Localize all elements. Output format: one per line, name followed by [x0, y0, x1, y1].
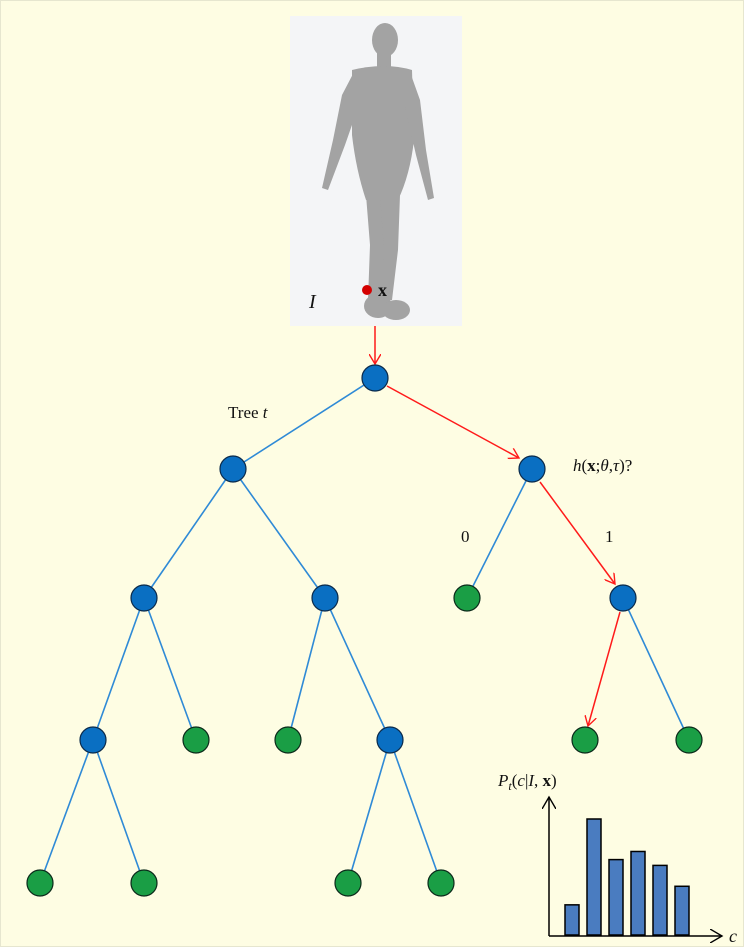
split-nodes [79, 364, 637, 754]
histogram-bar [586, 818, 602, 936]
input-image: x I [290, 16, 462, 326]
active-path [386, 385, 621, 726]
split-node [376, 726, 404, 754]
split-node [311, 584, 339, 612]
split-node [130, 584, 158, 612]
histogram-bar [652, 864, 668, 936]
leaf-node [675, 726, 703, 754]
pixel-point [362, 285, 372, 295]
branch-label-false: 0 [461, 527, 470, 546]
leaf-node [453, 584, 481, 612]
tree-edge [389, 739, 442, 884]
leaf-node [427, 869, 455, 897]
path-edge [588, 611, 621, 726]
split-node [609, 584, 637, 612]
histogram-bar [630, 850, 646, 936]
tree-edge [92, 739, 145, 884]
leaf-node [571, 726, 599, 754]
leaf-node [334, 869, 362, 897]
human-silhouette [322, 23, 434, 320]
histogram-bar [674, 885, 690, 936]
tree-edge [92, 597, 145, 741]
tree-edge [466, 468, 533, 599]
leaf-histogram: Pt(c|I, x) c [497, 771, 737, 946]
split-function-label: h(x;θ,τ)? [573, 456, 632, 475]
leaf-node [26, 869, 54, 897]
tree-edge [287, 597, 326, 741]
path-edge [539, 481, 615, 584]
image-label: I [308, 291, 317, 313]
histogram-bars [564, 818, 690, 936]
split-node [219, 455, 247, 483]
histogram-bar [608, 858, 624, 936]
pixel-point-label: x [378, 280, 387, 300]
histogram-bar [564, 904, 580, 936]
leaf-node [130, 869, 158, 897]
root-node [361, 364, 389, 392]
tree-edge [232, 377, 376, 470]
leaf-nodes [26, 584, 703, 897]
tree-edge [622, 597, 690, 741]
histogram-title: Pt(c|I, x) [497, 771, 557, 793]
split-node [518, 455, 546, 483]
leaf-node [182, 726, 210, 754]
split-node [79, 726, 107, 754]
tree-edge [347, 739, 391, 884]
branch-label-true: 1 [605, 527, 614, 546]
tree-edges [39, 377, 690, 884]
histogram-x-label: c [729, 926, 737, 946]
tree-edge [324, 597, 391, 741]
tree-edge [143, 597, 197, 741]
tree-edge [232, 468, 326, 599]
leaf-node [274, 726, 302, 754]
tree-edge [39, 739, 94, 884]
tree-label: Tree t [228, 403, 269, 422]
tree-edge [143, 468, 234, 599]
path-edge [386, 385, 519, 458]
